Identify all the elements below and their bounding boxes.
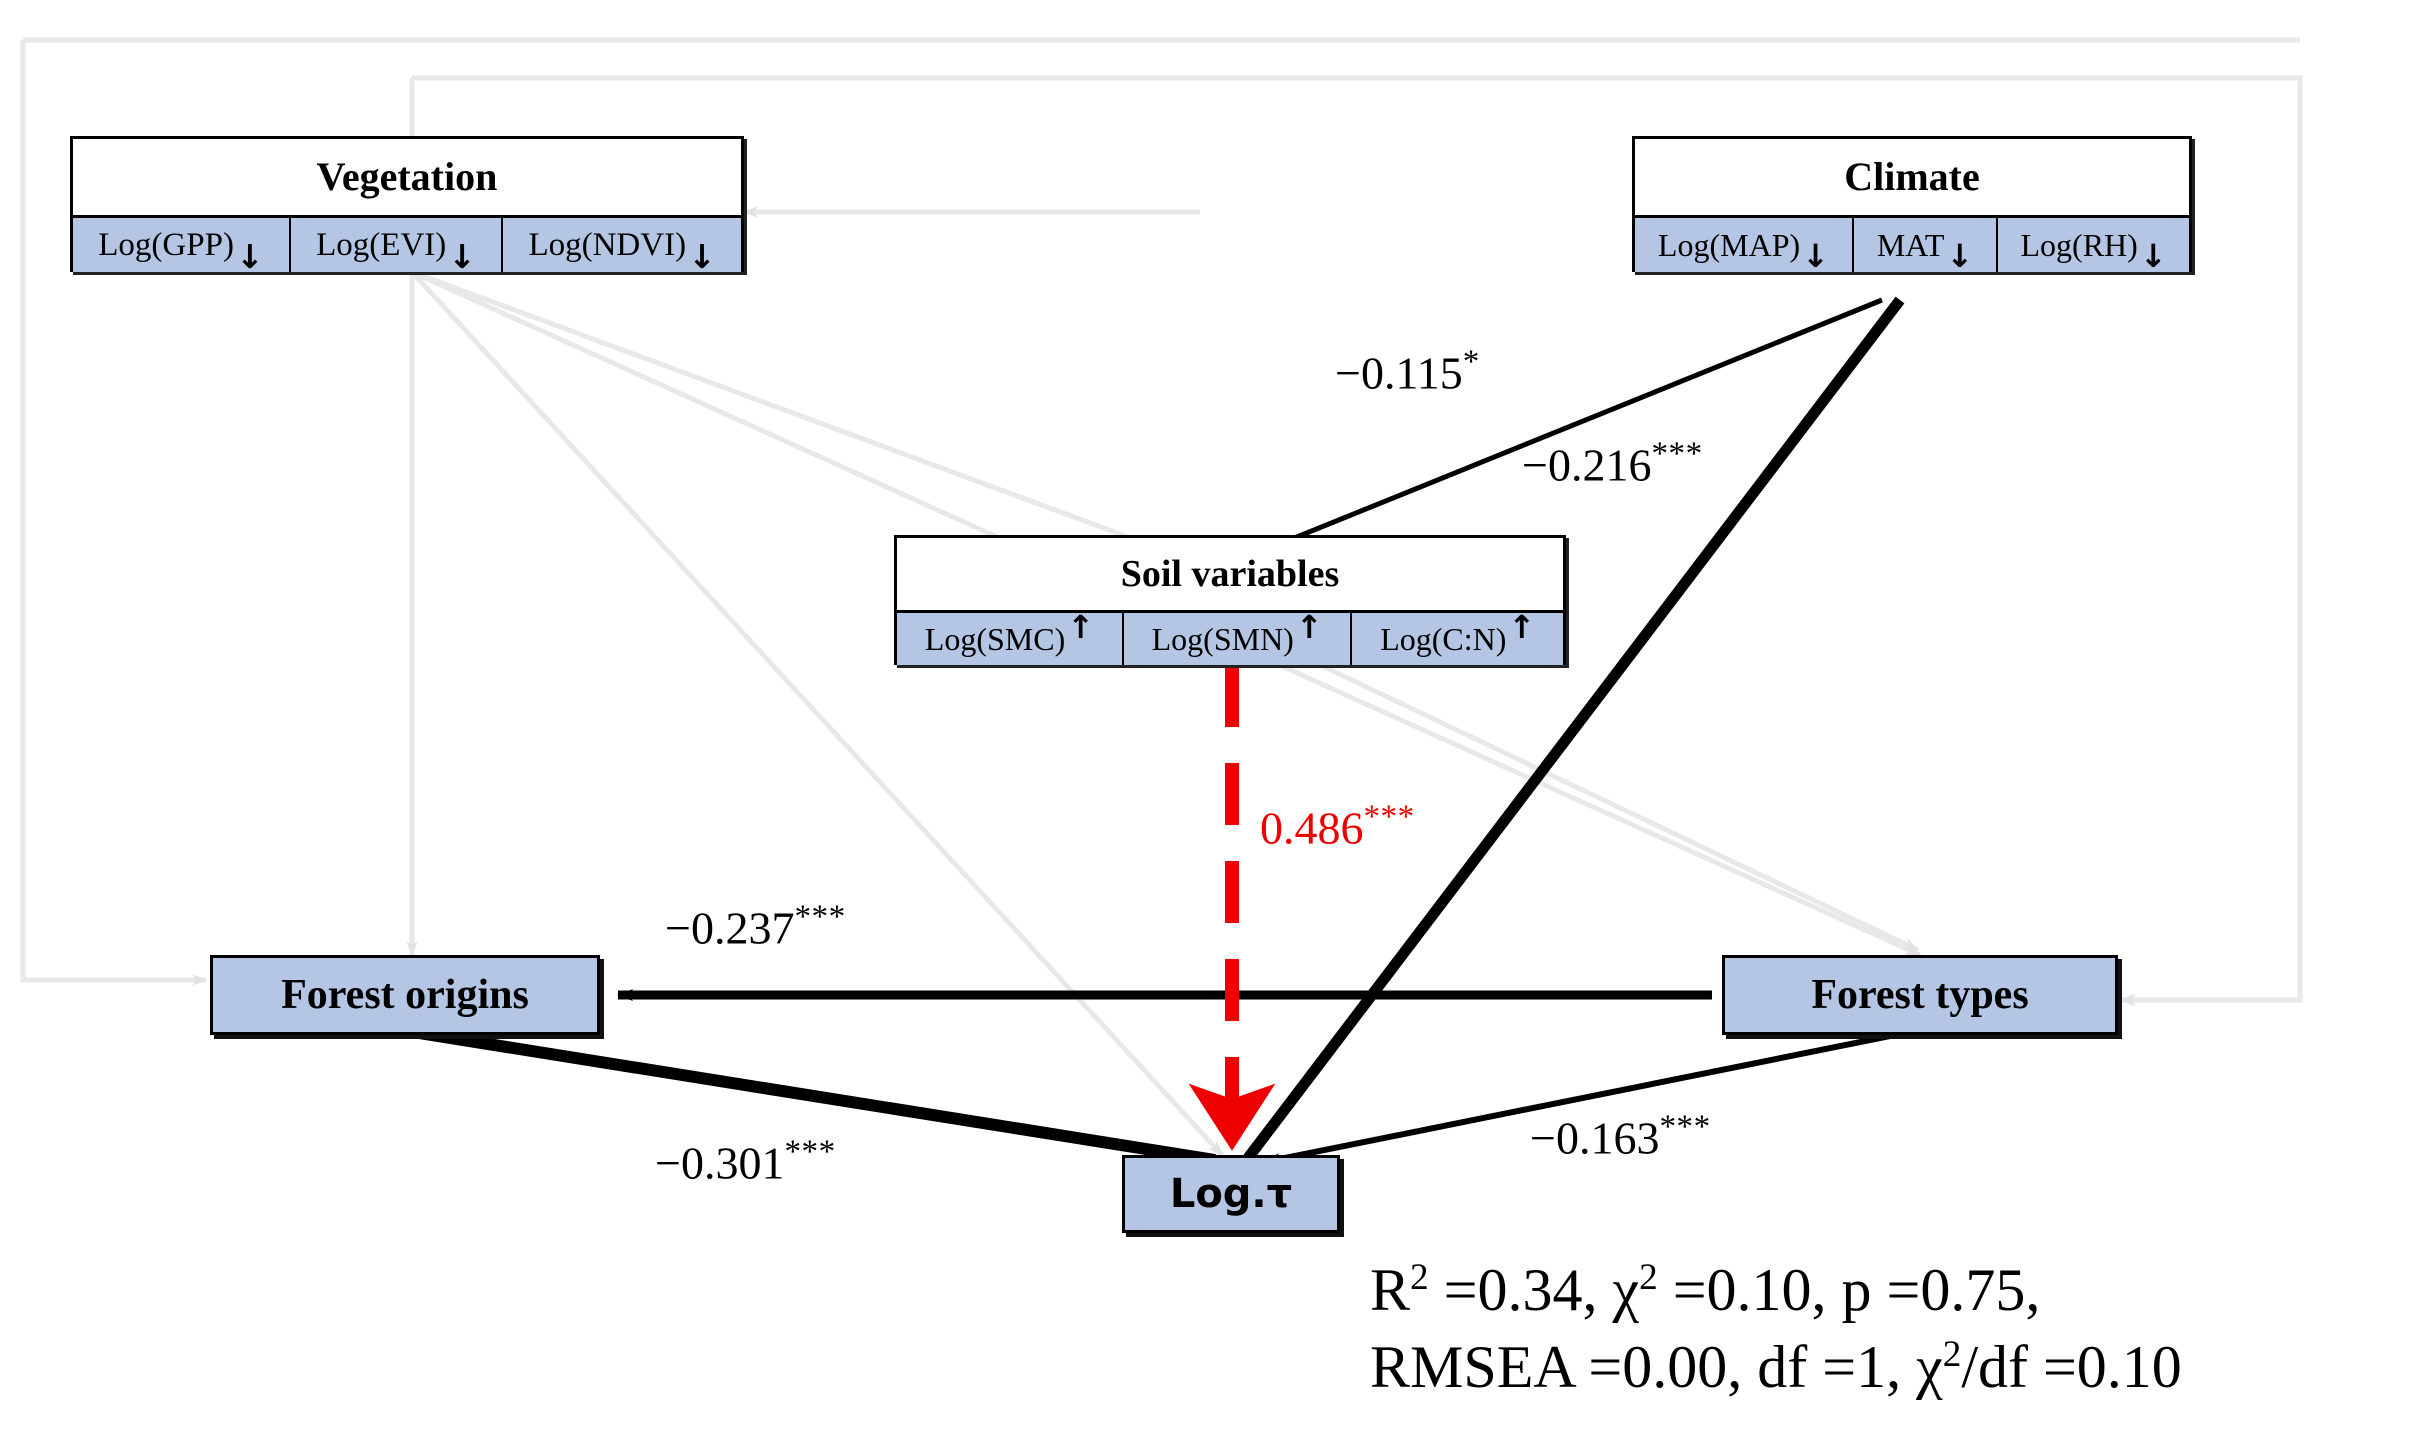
node-forest-types[interactable]: Forest types: [1722, 955, 2118, 1035]
indicator-label: Log(C:N): [1380, 620, 1507, 657]
coef-stars: ***: [794, 898, 846, 935]
indicator-label: Log(SMC): [924, 620, 1066, 657]
down-arrow-icon: ↓: [1946, 237, 1974, 276]
down-arrow-icon: ↓: [1802, 237, 1829, 276]
coef-value: −0.216: [1522, 439, 1652, 491]
construct-climate[interactable]: Climate Log(MAP) ↓ MAT ↓ Log(RH) ↓: [1632, 136, 2192, 272]
coef-climate-to-soil: −0.115*: [1335, 345, 1480, 396]
indicator-log-map[interactable]: Log(MAP) ↓: [1635, 218, 1854, 272]
coef-value: 0.486: [1260, 802, 1364, 854]
down-arrow-icon: ↓: [2139, 237, 2167, 276]
path-climate-to-soil: [1239, 297, 1883, 563]
coef-soil-to-response: 0.486***: [1260, 800, 1415, 851]
up-arrow-icon: ↑: [1508, 608, 1536, 646]
indicator-mat[interactable]: MAT ↓: [1853, 218, 1999, 276]
coef-types-to-response: −0.163***: [1530, 1110, 1711, 1161]
coef-value: −0.237: [665, 902, 795, 954]
path-types-to-response: [1264, 1027, 1921, 1165]
coef-stars: ***: [1659, 1108, 1711, 1145]
chi-squared-base: χ: [1612, 1257, 1640, 1323]
node-label-log-tau: Log.τ: [1169, 1171, 1293, 1217]
indicator-label: Log(GPP): [98, 226, 234, 263]
construct-title-vegetation: Vegetation: [316, 154, 498, 199]
indicator-label: Log(SMN): [1151, 620, 1294, 657]
coef-types-to-origins: −0.237***: [665, 900, 846, 951]
path-origins-to-response: [399, 1024, 1216, 1166]
coef-stars: *: [1462, 343, 1480, 380]
node-label-forest-types: Forest types: [1811, 972, 2029, 1018]
fit-statistics-line-2: RMSEA =0.00, df =1, χ2/df =0.10: [1370, 1329, 2182, 1406]
indicator-log-cn[interactable]: Log(C:N) ↑: [1352, 608, 1563, 665]
coef-stars: ***: [1651, 435, 1703, 472]
r-squared-value: =0.34,: [1428, 1257, 1613, 1323]
indicator-log-gpp[interactable]: Log(GPP) ↓: [73, 218, 291, 276]
chi-df-value: /df =0.10: [1961, 1333, 2182, 1400]
node-response-log-tau[interactable]: Log.τ: [1122, 1155, 1340, 1233]
indicator-log-rh[interactable]: Log(RH) ↓: [1998, 218, 2189, 272]
indicator-label: Log(RH): [2020, 226, 2138, 263]
chi-df-base: χ: [1916, 1333, 1943, 1400]
coef-value: −0.163: [1530, 1112, 1660, 1164]
r-squared-exponent: 2: [1410, 1257, 1429, 1298]
up-arrow-icon: ↑: [1067, 608, 1095, 646]
path-climate-to-response: [1243, 296, 1905, 1162]
indicator-label: Log(EVI): [316, 226, 447, 263]
construct-vegetation[interactable]: Vegetation Log(GPP) ↓ Log(EVI) ↓ Log(NDV…: [70, 136, 744, 276]
construct-title-climate: Climate: [1844, 154, 1980, 199]
coef-stars: ***: [784, 1133, 836, 1170]
fit-statistics: R2 =0.34, χ2 =0.10, p =0.75, RMSEA =0.00…: [1370, 1252, 2182, 1406]
indicator-row-vegetation: Log(GPP) ↓ Log(EVI) ↓ Log(NDVI) ↓: [73, 215, 741, 276]
indicator-label: MAT: [1876, 226, 1945, 263]
chi-squared-exponent: 2: [1639, 1257, 1658, 1298]
node-forest-origins[interactable]: Forest origins: [210, 955, 600, 1035]
coef-origins-to-response: −0.301***: [655, 1135, 836, 1186]
rmsea-df-text: RMSEA =0.00, df =1,: [1370, 1333, 1917, 1400]
indicator-row-climate: Log(MAP) ↓ MAT ↓ Log(RH) ↓: [1635, 215, 2189, 272]
coef-stars: ***: [1363, 798, 1415, 835]
indicator-log-ndvi[interactable]: Log(NDVI) ↓: [503, 218, 741, 276]
indicator-log-smn[interactable]: Log(SMN) ↑: [1123, 608, 1353, 665]
coef-climate-to-response: −0.216***: [1522, 437, 1703, 488]
coef-value: −0.115: [1335, 347, 1463, 399]
coef-value: −0.301: [655, 1137, 785, 1189]
indicator-row-soil: Log(SMC) ↑ Log(SMN) ↑ Log(C:N) ↑: [897, 610, 1563, 665]
construct-soil-variables[interactable]: Soil variables Log(SMC) ↑ Log(SMN) ↑ Log…: [894, 535, 1566, 665]
indicator-label: Log(MAP): [1657, 226, 1801, 263]
down-arrow-icon: ↓: [688, 236, 716, 276]
down-arrow-icon: ↓: [235, 236, 264, 276]
chi-squared-value: =0.10, p =0.75,: [1657, 1257, 2041, 1323]
chi-df-exponent: 2: [1942, 1333, 1962, 1375]
indicator-log-smc[interactable]: Log(SMC) ↑: [897, 608, 1124, 665]
up-arrow-icon: ↑: [1295, 608, 1323, 646]
node-label-forest-origins: Forest origins: [281, 972, 529, 1018]
down-arrow-icon: ↓: [448, 236, 476, 276]
indicator-label: Log(NDVI): [528, 226, 687, 263]
indicator-log-evi[interactable]: Log(EVI) ↓: [290, 218, 504, 276]
fit-statistics-line-1: R2 =0.34, χ2 =0.10, p =0.75,: [1370, 1252, 2182, 1329]
r-squared-base: R: [1370, 1257, 1411, 1323]
construct-title-soil: Soil variables: [1120, 553, 1340, 595]
significant-path-group: [399, 296, 1921, 1166]
